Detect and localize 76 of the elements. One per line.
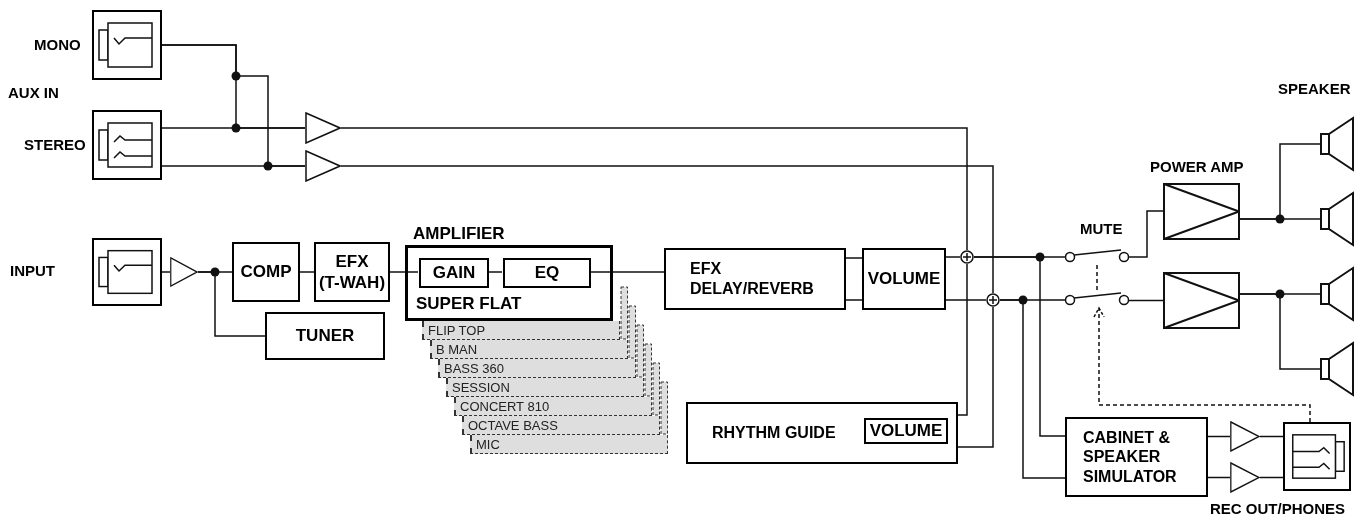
- switch-symbol: [1065, 249, 1129, 265]
- summing-junction: [960, 250, 974, 264]
- signal-line: [1128, 210, 1164, 258]
- port-label: INPUT: [10, 262, 55, 281]
- model-label: SUPER FLAT: [416, 292, 522, 314]
- section-label: MUTE: [1080, 220, 1123, 239]
- signal-line: [197, 271, 266, 337]
- signal-line: [1239, 218, 1321, 220]
- signal-line: [957, 263, 968, 416]
- process-box: CABINET & SPEAKER SIMULATOR: [1065, 417, 1208, 497]
- signal-line: [389, 271, 419, 273]
- process-box: GAIN: [419, 258, 489, 288]
- amplifier-triangle: [305, 150, 341, 182]
- block-heading: AMPLIFIER: [413, 223, 505, 245]
- input-jack: [92, 10, 162, 80]
- speaker-symbol: [1320, 266, 1354, 322]
- amp-model-card: SESSION: [446, 378, 644, 397]
- switch-symbol: [1065, 292, 1129, 308]
- section-label: SPEAKER: [1278, 80, 1351, 99]
- signal-line: [999, 299, 1066, 479]
- amplifier-triangle: [170, 257, 198, 287]
- signal-line: [1259, 476, 1284, 479]
- signal-line: [845, 299, 863, 301]
- amplifier-triangle: [305, 112, 341, 144]
- amp-model-card: CONCERT 810: [454, 397, 652, 416]
- summing-junction: [986, 293, 1000, 307]
- speaker-symbol: [1320, 116, 1354, 172]
- signal-line: [161, 127, 306, 129]
- signal-line: [340, 127, 968, 251]
- amp-model-card: FLIP TOP: [422, 321, 620, 340]
- amplifier-block: [405, 245, 613, 321]
- volume-box: VOLUME: [864, 418, 948, 444]
- port-label: MONO: [34, 36, 81, 55]
- signal-line: [1207, 435, 1231, 438]
- signal-line: [299, 271, 315, 273]
- port-label: POWER AMP: [1150, 158, 1244, 177]
- output-jack: [1283, 422, 1351, 491]
- signal-line: [1128, 299, 1164, 302]
- port-label: REC OUT/PHONES: [1210, 500, 1345, 519]
- signal-line: [161, 165, 306, 167]
- amplifier-triangle: [1230, 421, 1260, 452]
- input-jack: [92, 238, 162, 306]
- signal-line: [161, 271, 171, 273]
- process-box: EFX (T-WAH): [314, 242, 390, 302]
- process-box: COMP: [232, 242, 300, 302]
- amp-model-card: OCTAVE BASS: [462, 416, 660, 435]
- signal-line: [1259, 435, 1284, 438]
- amp-model-card: BASS 360: [438, 359, 636, 378]
- power-amp-block: [1163, 183, 1240, 240]
- control-line: [1093, 307, 1311, 423]
- process-box: VOLUME: [862, 248, 946, 310]
- speaker-symbol: [1320, 341, 1354, 397]
- signal-line: [1239, 293, 1321, 370]
- signal-line: [945, 299, 987, 301]
- signal-line: [945, 256, 961, 258]
- signal-line: [487, 271, 503, 273]
- process-box: EFX DELAY/REVERB: [664, 248, 846, 310]
- section-label: AUX IN: [8, 84, 59, 103]
- signal-line: [957, 306, 994, 448]
- power-amp-block: [1163, 272, 1240, 329]
- amp-model-card: B MAN: [430, 340, 628, 359]
- rhythm-guide-block: [686, 402, 958, 464]
- control-line: [1096, 264, 1098, 293]
- block-label: RHYTHM GUIDE: [712, 423, 836, 443]
- input-jack: [92, 110, 162, 180]
- signal-line: [973, 256, 1066, 437]
- amp-model-card: MIC: [470, 435, 668, 454]
- signal-line: [340, 165, 994, 294]
- signal-line: [1207, 476, 1231, 479]
- signal-line: [845, 257, 863, 259]
- signal-line: [589, 271, 665, 273]
- process-box: EQ: [503, 258, 591, 288]
- speaker-symbol: [1320, 191, 1354, 247]
- process-box: TUNER: [265, 312, 385, 360]
- amplifier-triangle: [1230, 462, 1260, 493]
- port-label: STEREO: [24, 136, 86, 155]
